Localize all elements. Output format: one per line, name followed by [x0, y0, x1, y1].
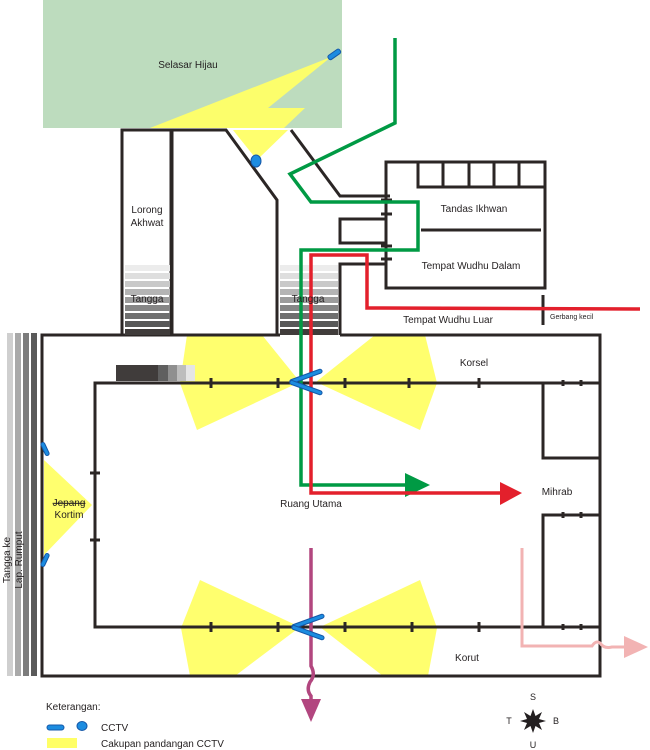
- label-akhwat: Akhwat: [131, 218, 164, 229]
- door-ticks: [90, 378, 583, 632]
- label-tangga-ke: Tangga ke: [2, 536, 13, 583]
- mihrab-wall-top: [541, 383, 600, 460]
- label-tandas-ikhwan: Tandas Ikhwan: [441, 204, 508, 215]
- inner-hall-wall: [93, 381, 600, 629]
- route-purple-arrowhead: [301, 699, 321, 722]
- stairs-hall-entrance: [116, 365, 195, 381]
- route-pink: [520, 548, 628, 649]
- cctv-icon-corridor: [250, 154, 262, 168]
- route-purple: [306, 548, 315, 700]
- label-kortim: Kortim: [55, 510, 84, 521]
- label-ruang-utama: Ruang Utama: [280, 499, 342, 510]
- main-hall-wall: [40, 333, 602, 678]
- compass-label-b: B: [553, 716, 559, 726]
- legend-label-cctv: CCTV: [101, 723, 129, 734]
- cctv-icon-garden: [327, 48, 342, 61]
- label-tempat-wudhu-luar: Tempat Wudhu Luar: [403, 315, 494, 326]
- label-jepang-struck: Jepang: [53, 498, 86, 509]
- label-tangga-right: Tangga: [292, 294, 325, 305]
- route-green: [287, 38, 420, 487]
- label-mihrab: Mihrab: [542, 487, 573, 498]
- label-korsel: Korsel: [460, 358, 488, 369]
- cctv-icon-korsel: [289, 368, 323, 396]
- label-lorong: Lorong: [131, 205, 162, 216]
- route-green-arrowhead: [405, 473, 430, 497]
- wudhu-luar-wall: [338, 262, 386, 335]
- label-korut: Korut: [455, 653, 479, 664]
- selasar-hijau-area: [43, 0, 342, 128]
- compass: S T B U: [506, 692, 559, 750]
- cctv-icon-kortim-bottom: [40, 552, 50, 568]
- stairs-lap-rumput: [7, 333, 37, 676]
- compass-label-u: U: [530, 740, 537, 750]
- label-gerbang-kecil: Gerbang kecil: [550, 314, 594, 321]
- label-tempat-wudhu-dalam: Tempat Wudhu Dalam: [422, 261, 521, 272]
- compass-label-t: T: [506, 716, 512, 726]
- legend-fov-swatch: [47, 738, 77, 748]
- cctv-icon-korut: [291, 613, 325, 641]
- stairs-left: [125, 265, 170, 335]
- route-red-arrowhead: [500, 482, 522, 505]
- legend-title: Keterangan:: [46, 702, 101, 713]
- label-selasar-hijau: Selasar Hijau: [158, 60, 217, 71]
- compass-label-s: S: [530, 692, 536, 702]
- compass-star-icon: [520, 709, 546, 733]
- toilet-stalls: [416, 160, 547, 189]
- cctv-fov-corridor: [233, 130, 288, 160]
- route-red: [309, 253, 641, 495]
- legend-cctv-bar-icon: [46, 724, 65, 731]
- label-lap-rumput: Lap. Rumput: [14, 531, 25, 588]
- legend: Keterangan: CCTV Cakupan pandangan CCTV: [46, 702, 224, 750]
- label-tangga-left: Tangga: [131, 294, 164, 305]
- route-pink-arrowhead: [624, 636, 648, 658]
- legend-cctv-dot-icon: [76, 721, 88, 731]
- corridor-wall: [289, 129, 390, 198]
- legend-label-fov: Cakupan pandangan CCTV: [101, 739, 224, 750]
- cctv-icon-kortim-top: [40, 441, 50, 457]
- cctv-fov-garden: [150, 57, 331, 128]
- stairs-right: [280, 265, 338, 335]
- entry-box: [338, 217, 388, 245]
- cctv-fov-kortim: [44, 460, 92, 555]
- mihrab-wall-bottom: [541, 513, 600, 627]
